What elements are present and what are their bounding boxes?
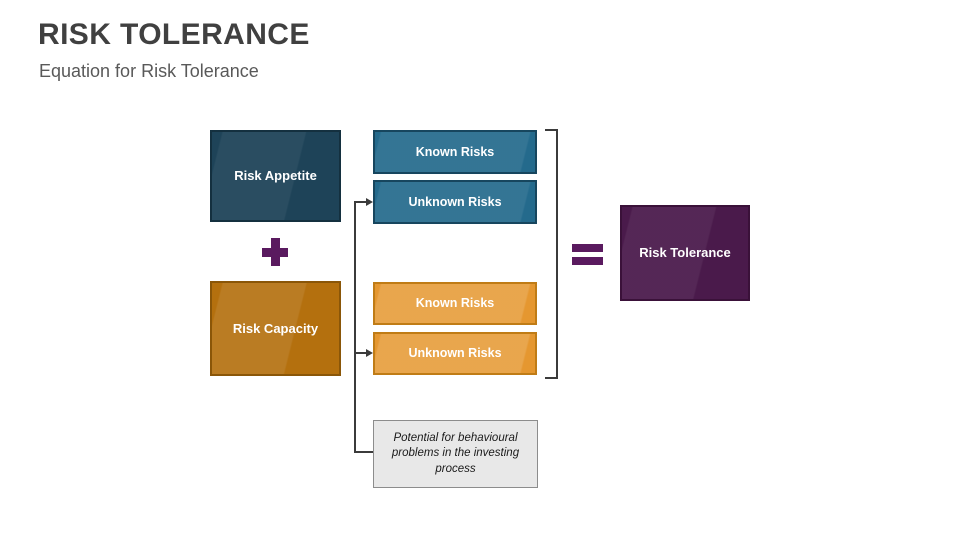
behavioural-note-box[interactable]: Potential for behavioural problems in th… xyxy=(373,420,538,488)
blue-known-risks-box[interactable]: Known Risks xyxy=(373,130,537,174)
connector-to-orange-unknown xyxy=(354,352,367,354)
orange-known-risks-box[interactable]: Known Risks xyxy=(373,282,537,325)
orange-known-risks-label: Known Risks xyxy=(415,296,495,310)
arrowhead-orange-unknown-icon xyxy=(366,348,373,357)
page-title: RISK TOLERANCE xyxy=(38,18,310,51)
page-subtitle: Equation for Risk Tolerance xyxy=(39,61,259,81)
blue-unknown-risks-label: Unknown Risks xyxy=(408,194,502,209)
risk-appetite-box[interactable]: Risk Appetite xyxy=(210,130,341,222)
plus-operator-icon xyxy=(262,238,288,266)
behavioural-note-text: Potential for behavioural problems in th… xyxy=(391,431,520,475)
blue-known-risks-label: Known Risks xyxy=(415,144,495,159)
connector-to-note xyxy=(354,451,374,453)
orange-unknown-risks-box[interactable]: Unknown Risks xyxy=(373,332,537,375)
arrowhead-blue-unknown-icon xyxy=(366,197,373,206)
equals-operator-icon xyxy=(572,244,603,265)
risk-tolerance-label: Risk Tolerance xyxy=(639,245,731,261)
equals-top-bar xyxy=(572,244,603,252)
plus-vertical-bar xyxy=(270,238,280,266)
connector-trunk-line xyxy=(354,202,356,453)
risk-capacity-box[interactable]: Risk Capacity xyxy=(210,281,341,376)
equals-bottom-bar xyxy=(572,257,603,265)
risk-appetite-label: Risk Appetite xyxy=(234,168,317,184)
risk-capacity-label: Risk Capacity xyxy=(232,320,319,336)
orange-unknown-risks-label: Unknown Risks xyxy=(408,346,502,360)
risks-grouping-brace xyxy=(545,129,558,379)
connector-to-blue-unknown xyxy=(354,201,367,203)
blue-unknown-risks-box[interactable]: Unknown Risks xyxy=(373,180,537,224)
risk-tolerance-box[interactable]: Risk Tolerance xyxy=(620,205,750,301)
